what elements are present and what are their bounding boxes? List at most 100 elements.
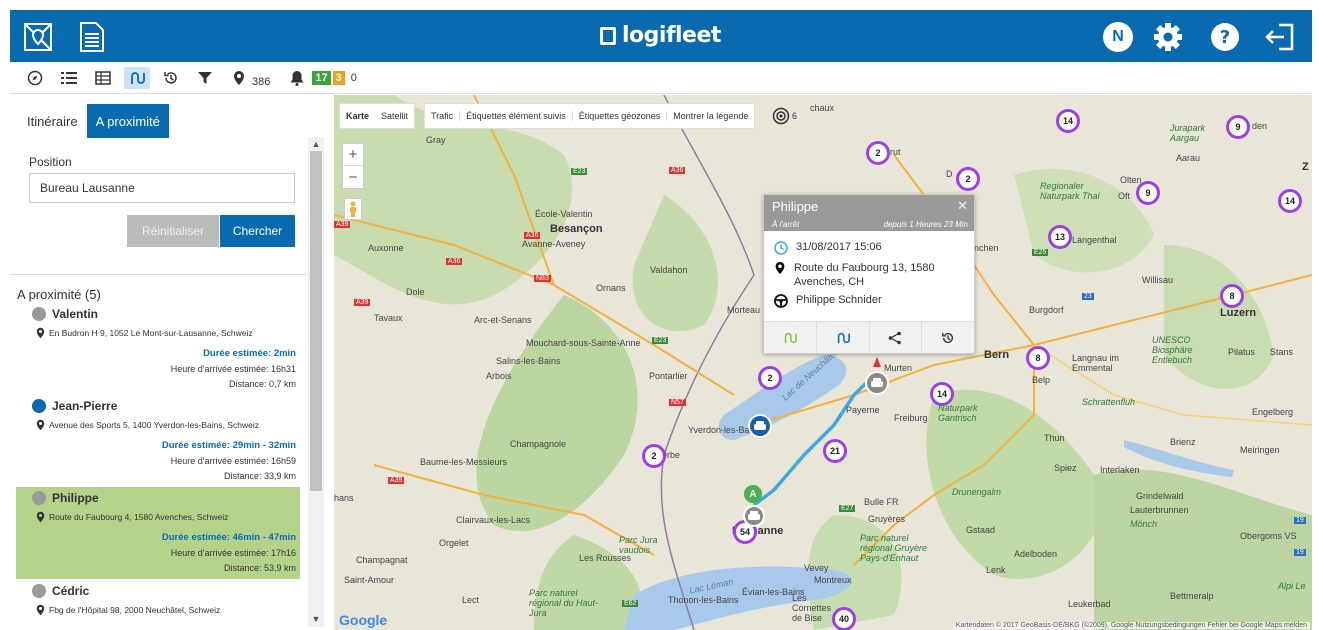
vehicle-address-text: Avenue des Sports 5, 1400 Yverdon-les-Ba… xyxy=(49,420,259,430)
route-icon xyxy=(784,332,797,343)
compass-button[interactable] xyxy=(22,67,48,89)
history-icon xyxy=(164,71,177,84)
tracked-labels-toggle[interactable]: Étiquettes élément suivis xyxy=(459,111,572,121)
tab-itineraire[interactable]: Itinéraire xyxy=(27,113,78,129)
help-button[interactable]: ? xyxy=(1203,15,1247,59)
car-marker-valentin[interactable] xyxy=(742,504,766,528)
legend-toggle[interactable]: Montrer la légende xyxy=(666,111,754,121)
place-label: Mouchard-sous-Sainte-Anne xyxy=(526,338,641,348)
logout-icon xyxy=(1265,23,1294,51)
pin-icon xyxy=(775,261,785,275)
app-header: logifleet N ? xyxy=(10,10,1312,62)
popup-header: Philippe ✕ À l'arrêt depuis 1 Heures 23 … xyxy=(764,195,974,231)
vehicle-cluster[interactable]: 2 xyxy=(866,141,890,165)
place-label: Adelboden xyxy=(1014,549,1058,559)
tab-a-proximite[interactable]: A proximité xyxy=(86,104,169,138)
list-item[interactable]: Cédric Fbg de l'Hôpital 98, 2000 Neuchât… xyxy=(16,580,300,630)
street-view-button[interactable] xyxy=(344,198,362,220)
settings-button[interactable] xyxy=(1146,15,1190,59)
user-menu-button[interactable]: N xyxy=(1096,15,1140,59)
place-label: Alpi Le xyxy=(1278,581,1306,591)
status-dot xyxy=(32,399,46,413)
list-item-selected[interactable]: Philippe Route du Faubourg 4, 1580 Avenc… xyxy=(16,487,300,579)
car-marker-jean-pierre[interactable] xyxy=(747,413,773,439)
place-label: Les Cornettes de Bise xyxy=(792,593,832,623)
vehicle-cluster[interactable]: 8 xyxy=(1026,346,1050,370)
vehicle-cluster[interactable]: 9 xyxy=(1136,181,1160,205)
vehicle-cluster[interactable]: 9 xyxy=(1226,115,1250,139)
place-label: rut xyxy=(890,147,901,157)
locations-button[interactable] xyxy=(226,67,252,89)
close-icon[interactable]: ✕ xyxy=(957,198,968,213)
reset-button[interactable]: Réinitialiser xyxy=(127,215,219,247)
place-label: Montreux xyxy=(814,575,852,585)
vehicle-name-text: Philippe xyxy=(52,491,99,505)
panel-scrollbar[interactable]: ▲ ▼ xyxy=(308,137,324,627)
alerts-orange-badge[interactable]: 3 xyxy=(332,70,345,85)
vehicle-address: En Budron H 9, 1052 Le Mont-sur-Lausanne… xyxy=(36,327,253,339)
position-input[interactable] xyxy=(29,173,295,203)
place-label: Burgdorf xyxy=(1029,305,1064,315)
filter-button[interactable] xyxy=(192,67,218,89)
nearby-panel: Itinéraire A proximité Position Réinitia… xyxy=(10,95,333,630)
gear-icon xyxy=(1154,23,1182,51)
map-attribution[interactable]: Kartendaten © 2017 GeoBasis-DE/BKG (©200… xyxy=(952,622,1310,629)
zoom-out-button[interactable]: − xyxy=(348,168,358,186)
alerts-button[interactable] xyxy=(284,67,310,89)
vehicle-cluster[interactable]: 14 xyxy=(1056,109,1080,133)
svg-text:?: ? xyxy=(1220,27,1230,48)
vehicle-cluster[interactable]: 2 xyxy=(642,444,666,468)
vehicle-cluster[interactable]: 13 xyxy=(1048,225,1072,249)
vehicle-cluster[interactable]: 14 xyxy=(1278,189,1302,213)
popup-share-button[interactable] xyxy=(870,322,923,353)
car-marker-philippe[interactable] xyxy=(864,357,890,397)
place-label: Lenk xyxy=(986,565,1006,575)
vehicle-cluster[interactable]: 8 xyxy=(1220,284,1244,308)
zoom-control: + − xyxy=(342,143,364,189)
vehicle-cluster[interactable]: 21 xyxy=(823,439,847,463)
popup-itinerary-button[interactable] xyxy=(817,322,870,353)
vehicle-cluster[interactable]: 14 xyxy=(930,382,954,406)
geozone-labels-toggle[interactable]: Étiquettes géozones xyxy=(571,111,667,121)
list-view-button[interactable] xyxy=(56,67,82,89)
map-type-karte[interactable]: Karte xyxy=(346,111,370,121)
place-label: Belp xyxy=(1032,375,1051,385)
popup-route-button[interactable] xyxy=(764,322,817,353)
vehicle-name-text: Valentin xyxy=(52,307,99,321)
place-label: Bettmeralp xyxy=(1170,591,1214,601)
place-label: Arbois xyxy=(486,371,512,381)
place-label: Salins-les-Bains xyxy=(496,356,561,366)
scroll-thumb[interactable] xyxy=(310,151,322,491)
scroll-up-icon[interactable]: ▲ xyxy=(311,139,321,149)
vehicle-cluster[interactable]: 2 xyxy=(758,366,782,390)
list-item[interactable]: Jean-Pierre Avenue des Sports 5, 1400 Yv… xyxy=(16,395,300,485)
place-label: Besançon xyxy=(550,223,603,235)
route-start-marker[interactable]: A xyxy=(744,485,762,503)
route-button[interactable] xyxy=(124,66,150,89)
popup-history-button[interactable] xyxy=(922,322,974,353)
map-icon xyxy=(24,23,52,51)
place-label: Baume-les-Messieurs xyxy=(420,457,508,467)
table-view-button[interactable] xyxy=(90,67,116,89)
zoom-in-button[interactable]: + xyxy=(343,144,363,166)
alerts-green-badge[interactable]: 17 xyxy=(312,70,331,85)
place-label: Clairvaux-les-Lacs xyxy=(456,515,531,525)
vehicle-cluster[interactable]: 2 xyxy=(956,167,980,191)
logout-button[interactable] xyxy=(1258,15,1302,59)
report-button[interactable] xyxy=(70,15,114,59)
geozone-control[interactable]: 6 xyxy=(772,103,799,129)
alerts-zero-count: 0 xyxy=(350,71,357,84)
map-view-button[interactable] xyxy=(16,15,60,59)
place-label: Olten xyxy=(1120,175,1142,185)
vehicle-cluster[interactable]: 40 xyxy=(832,607,856,630)
search-button[interactable]: Chercher xyxy=(220,215,295,247)
trafic-toggle[interactable]: Trafic xyxy=(431,111,454,121)
list-item[interactable]: Valentin En Budron H 9, 1052 Le Mont-sur… xyxy=(16,303,300,393)
place-label: Champagnat xyxy=(356,555,408,565)
map-canvas[interactable]: Karte Satellit Trafic Étiquettes élément… xyxy=(334,95,1312,630)
history-button[interactable] xyxy=(158,67,184,89)
map-type-satellit[interactable]: Satellit xyxy=(381,111,409,121)
scroll-down-icon[interactable]: ▼ xyxy=(311,614,321,624)
popup-status: À l'arrêt xyxy=(772,220,800,229)
